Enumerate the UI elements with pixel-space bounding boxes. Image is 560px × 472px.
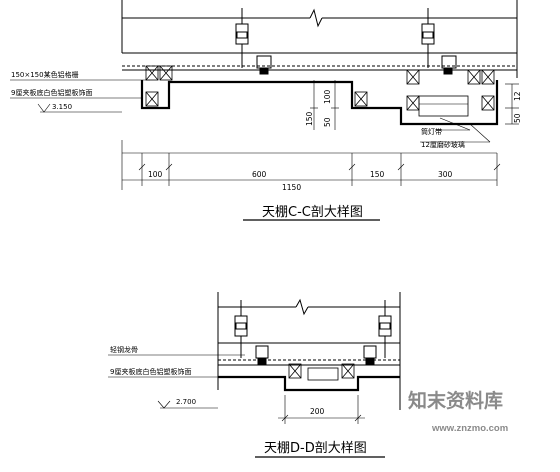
label-board-cc: 9厘夹板底白色铝塑板饰面 (11, 88, 92, 97)
label-elevation-cc: 3.150 (52, 103, 72, 111)
slab-dd (217, 292, 401, 410)
light-trough-cc (418, 95, 469, 117)
horizontal-dims-cc (121, 140, 501, 190)
section-cc (10, 0, 519, 221)
wood-blocks-cc (145, 65, 495, 111)
dim-v-100: 100 (323, 89, 332, 104)
leaders-dd (108, 354, 245, 409)
title-section-cc: 天棚C-C剖大样图 (262, 205, 363, 220)
horizontal-dims-dd (278, 395, 365, 424)
watermark-url: www.znzmo.com (431, 423, 508, 434)
dim-v-50b: 50 (513, 113, 522, 123)
dim-total-1150: 1150 (282, 183, 301, 192)
dim-h-100: 100 (148, 170, 163, 179)
hanger-dd-right (363, 300, 392, 365)
dim-dd-200: 200 (310, 407, 325, 416)
title-section-dd: 天棚D-D剖大样图 (264, 441, 367, 456)
watermark: 知末资料库 www.znzmo.com (408, 389, 508, 434)
hanger-cc-left (235, 8, 272, 75)
label-elevation-dd: 2.700 (176, 398, 196, 406)
watermark-brand: 知末资料库 (408, 389, 503, 412)
hanger-cc-right (421, 8, 457, 75)
dim-v-50: 50 (323, 117, 332, 127)
section-dd (108, 292, 401, 458)
hanger-dd-left (234, 300, 269, 365)
dim-h-300: 300 (438, 170, 453, 179)
wood-blocks-dd (288, 363, 355, 381)
ceiling-profile-dd (218, 375, 400, 392)
dim-h-600: 600 (252, 170, 267, 179)
dim-h-150: 150 (370, 170, 385, 179)
label-board-dd: 9厘夹板底白色铝塑板饰面 (110, 367, 191, 376)
label-keel: 轻钢龙骨 (110, 345, 138, 354)
leaders-cc (10, 79, 491, 143)
label-light-trough: 筒灯带 (421, 127, 442, 136)
label-glass: 12厘磨砂玻璃 (421, 140, 465, 149)
ceiling-profile-cc (140, 80, 499, 126)
vertical-dims-cc (310, 81, 519, 125)
slab-cc (121, 0, 518, 78)
label-grille: 150×150某色铝格栅 (11, 70, 79, 79)
dim-v-150: 150 (305, 111, 314, 126)
dim-v-12: 12 (513, 91, 522, 101)
